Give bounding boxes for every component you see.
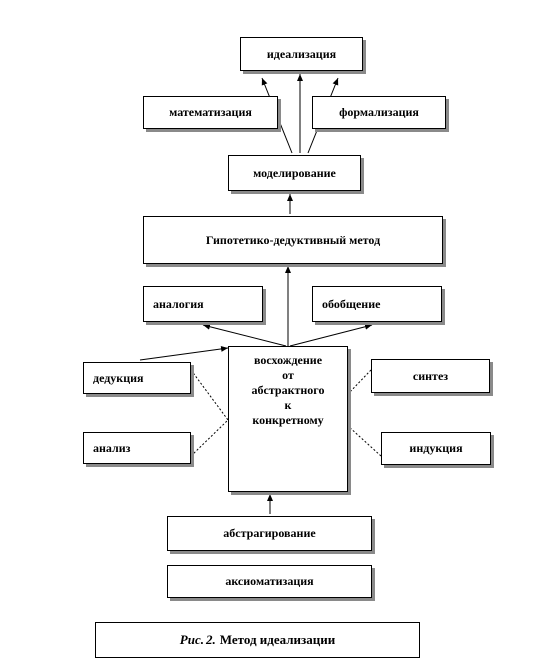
- node-axiomatization-label: аксиоматизация: [225, 574, 314, 588]
- link-deduction-ascent: [190, 369, 229, 421]
- node-formalization-label: формализация: [339, 105, 419, 119]
- node-induction: индукция: [381, 432, 491, 465]
- node-analogy-label: аналогия: [153, 296, 204, 311]
- node-mathematization-label: математизация: [169, 105, 252, 119]
- link-analysis-ascent: [190, 419, 229, 457]
- node-analysis-label: анализ: [93, 440, 131, 455]
- node-abstraction-label: абстрагирование: [223, 526, 316, 540]
- node-axiomatization: аксиоматизация: [167, 565, 372, 598]
- node-formalization: формализация: [312, 96, 446, 129]
- node-deduction: дедукция: [83, 362, 191, 394]
- caption-number: 2.: [205, 632, 216, 647]
- node-idealization: идеализация: [240, 37, 363, 71]
- node-ascent-line-4: к: [284, 398, 292, 412]
- figure-caption: Рис. 2. Метод идеализации: [95, 622, 420, 658]
- node-deduction-label: дедукция: [93, 370, 144, 385]
- node-induction-label: индукция: [409, 441, 463, 455]
- node-modeling: моделирование: [228, 155, 361, 191]
- node-hypothetico-deductive-label: Гипотетико-дедуктивный метод: [205, 232, 381, 247]
- node-hypothetico-deductive-method: Гипотетико-дедуктивный метод: [143, 216, 443, 264]
- node-ascent-abstract-to-concrete: восхождение от абстрактного к конкретном…: [228, 346, 348, 492]
- link-synthesis-ascent: [347, 369, 372, 395]
- node-mathematization: математизация: [143, 96, 278, 129]
- node-ascent-line-1: восхождение: [253, 353, 323, 367]
- node-generalization: обобщение: [312, 286, 442, 322]
- node-synthesis-label: синтез: [412, 368, 449, 383]
- node-analysis: анализ: [83, 432, 191, 464]
- caption-text: Метод идеализации: [219, 632, 336, 647]
- arrow-to-ascent: [139, 345, 229, 361]
- node-analogy: аналогия: [143, 286, 263, 322]
- node-modeling-label: моделирование: [253, 165, 336, 180]
- node-abstraction: абстрагирование: [167, 516, 372, 551]
- link-induction-ascent: [347, 425, 382, 457]
- node-ascent-line-5: конкретному: [252, 413, 324, 427]
- node-idealization-label: идеализация: [266, 46, 337, 61]
- node-generalization-label: обобщение: [322, 296, 381, 311]
- node-ascent-line-3: абстрактного: [251, 383, 325, 397]
- caption-prefix: Рис.: [179, 632, 204, 647]
- arrow-ascent-to-analogy: [202, 323, 287, 347]
- node-ascent-line-2: от: [282, 368, 294, 382]
- node-synthesis: синтез: [371, 359, 490, 393]
- arrow-ascent-to-generalization: [289, 323, 373, 347]
